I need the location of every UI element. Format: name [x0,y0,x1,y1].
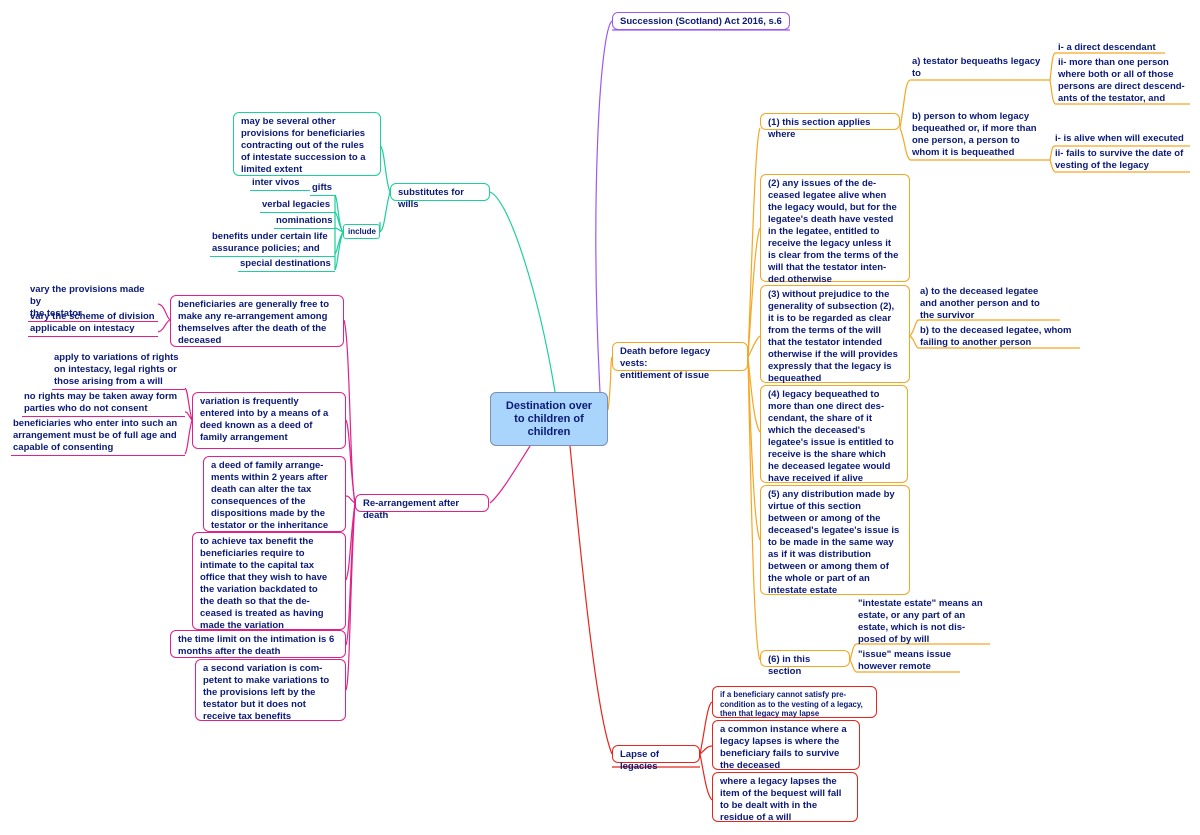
include-node[interactable]: include [343,224,380,239]
section-3-node[interactable]: (3) without prejudice to the generality … [760,285,910,384]
section-1-node[interactable]: (1) this section applies where [760,113,900,140]
no-rights-node[interactable]: no rights may be taken away form parties… [22,391,185,417]
rearrangement-node[interactable]: Re-arrangement after death [355,494,489,521]
section-6b-node[interactable]: "issue" means issue however remote [858,649,951,672]
root-topic[interactable]: Destination over to children of children [490,392,608,446]
section-1b-i-node[interactable]: i- is alive when will executed [1055,133,1184,144]
inter-vivos-node[interactable]: inter vivos [250,177,310,191]
section-6-node[interactable]: (6) in this section [760,650,850,677]
edge-root-succession [595,20,613,393]
tax-benefit-node[interactable]: to achieve tax benefit the beneficiaries… [192,532,346,631]
section-6a-node[interactable]: "intestate estate" means an estate, or a… [858,598,983,645]
beneficiaries-free-node[interactable]: beneficiaries are generally free to make… [170,295,344,347]
edge-root-lapse [569,445,613,755]
vary-provisions-node[interactable]: vary the provisions made by the testator [28,284,158,322]
lapse-condition-node[interactable]: if a beneficiary cannot satisfy pre- con… [712,686,877,718]
vary-scheme-node[interactable]: vary the scheme of division applicable o… [28,311,158,337]
lapse-residue-node[interactable]: where a legacy lapses the item of the be… [712,772,858,823]
verbal-legacies-node[interactable]: verbal legacies [260,199,335,213]
section-3b-node[interactable]: b) to the deceased legatee, whom failing… [920,325,1072,348]
substitutes-for-wills-node[interactable]: substitutes for wills [390,183,490,210]
second-variation-node[interactable]: a second variation is com- petent to mak… [195,659,346,722]
section-1b-ii-node[interactable]: ii- fails to survive the date of vesting… [1055,148,1184,171]
substitutes-note[interactable]: may be several other provisions for bene… [233,112,381,176]
special-destinations-node[interactable]: special destinations [238,258,335,272]
full-age-node[interactable]: beneficiaries who enter into such an arr… [11,418,185,456]
time-limit-node[interactable]: the time limit on the intimation is 6 mo… [170,630,346,658]
variation-deed-node[interactable]: variation is frequently entered into by … [192,392,346,449]
gifts-node[interactable]: gifts [310,182,336,196]
lapse-common-node[interactable]: a common instance where a legacy lapses … [712,720,860,771]
section-1a-node[interactable]: a) testator bequeaths legacy to [912,56,1041,79]
section-5-node[interactable]: (5) any distribution made by virtue of t… [760,485,910,596]
deed-two-years-node[interactable]: a deed of family arrange- ments within 2… [203,456,346,532]
edge-root-substitutes [489,191,556,393]
section-3a-node[interactable]: a) to the deceased legatee and another p… [920,286,1040,321]
life-assurance-node[interactable]: benefits under certain life assurance po… [210,231,335,257]
succession-act-node[interactable]: Succession (Scotland) Act 2016, s.6 [612,12,790,30]
death-before-vests-node[interactable]: Death before legacy vests: entitlement o… [612,342,748,381]
section-1a-ii-node[interactable]: ii- more than one person where both or a… [1058,57,1185,104]
nominations-node[interactable]: nominations [274,215,335,229]
section-1b-node[interactable]: b) person to whom legacy bequeathed or, … [912,111,1037,158]
apply-variations-node[interactable]: apply to variations of rights on intesta… [52,352,185,390]
section-4-node[interactable]: (4) legacy bequeathed to more than one d… [760,385,908,484]
edge-root-rearrangement [489,445,531,504]
section-1a-i-node[interactable]: i- a direct descendant [1058,42,1156,53]
lapse-of-legacies-node[interactable]: Lapse of legacies [612,745,700,772]
section-2-node[interactable]: (2) any issues of the de- ceased legatee… [760,174,910,285]
edge-root-death [607,356,613,411]
